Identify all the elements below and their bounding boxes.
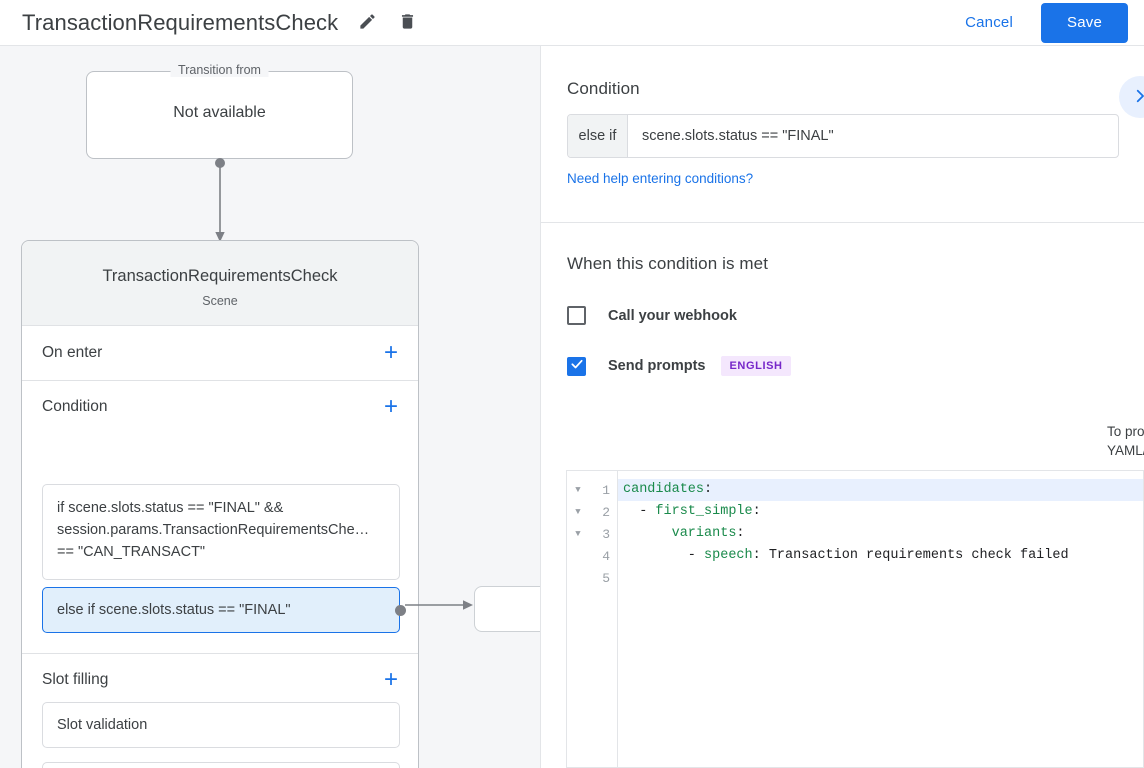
code-separator-token: : xyxy=(736,526,745,541)
call-webhook-checkbox[interactable] xyxy=(567,306,586,325)
condition-prefix-label: else if xyxy=(568,115,628,157)
condition-item-else-if[interactable]: else if scene.slots.status == "FINAL" xyxy=(42,587,400,633)
expand-panel-button[interactable] xyxy=(1119,76,1144,118)
editor-gutter-row: 5 xyxy=(567,567,617,589)
editor-gutter-row: ▼3 xyxy=(567,523,617,545)
editor-code-line[interactable]: variants: xyxy=(618,523,1143,545)
transition-from-card: Transition from Not available xyxy=(86,63,353,159)
divider xyxy=(22,380,418,381)
editor-gutter-row: ▼1 xyxy=(567,479,617,501)
condition-section: Condition else if Need help entering con… xyxy=(541,46,1144,222)
condition-heading: Condition xyxy=(567,79,640,98)
flow-connector-vertical xyxy=(215,158,225,242)
transition-to-name: TransactionRequirementsCheck xyxy=(102,267,338,285)
slot-filling-item-slot-validation[interactable]: Slot validation xyxy=(42,702,400,748)
editor-code-line[interactable]: - speech: Transaction requirements check… xyxy=(618,545,1143,567)
editor-gutter-row: 4 xyxy=(567,545,617,567)
section-on-enter-header: On enter + xyxy=(22,326,418,380)
prompts-description-text: To provide audio or visual feedback when… xyxy=(1107,424,1144,458)
section-condition-title: Condition xyxy=(42,398,108,415)
check-icon xyxy=(570,357,584,376)
send-prompts-row[interactable]: Send prompts ENGLISH xyxy=(567,356,791,376)
flow-connector-horizontal xyxy=(405,600,473,610)
section-slot-filling-title: Slot filling xyxy=(42,671,109,688)
condition-item-if[interactable]: if scene.slots.status == "FINAL" && sess… xyxy=(42,484,400,580)
scene-graph-panel: Transition from Not available Transition… xyxy=(0,46,540,768)
editor-line-number: 3 xyxy=(602,526,610,542)
pencil-icon xyxy=(358,12,377,34)
cancel-button[interactable]: Cancel xyxy=(951,6,1027,39)
language-badge: ENGLISH xyxy=(721,356,791,376)
section-slot-filling-header: Slot filling + xyxy=(22,653,418,707)
transition-from-legend: Transition from xyxy=(170,63,269,77)
condition-expression-row: else if xyxy=(567,114,1119,158)
call-webhook-row[interactable]: Call your webhook xyxy=(567,306,737,325)
section-on-enter-title: On enter xyxy=(42,344,103,361)
add-on-enter-button[interactable]: + xyxy=(376,338,406,368)
section-divider xyxy=(541,222,1144,223)
plus-icon: + xyxy=(383,393,398,420)
code-indent: - xyxy=(623,504,656,519)
trash-icon xyxy=(398,12,417,34)
condition-help-link[interactable]: Need help entering conditions? xyxy=(567,171,754,186)
code-key-token: first_simple xyxy=(655,504,753,519)
code-separator-token: : xyxy=(752,504,761,519)
editor-line-number: 4 xyxy=(602,548,610,564)
editor-gutter-row: ▼2 xyxy=(567,501,617,523)
code-separator-token: : xyxy=(752,548,761,563)
code-key-token: variants xyxy=(671,526,737,541)
prompts-description: To provide audio or visual feedback when… xyxy=(1107,422,1144,460)
section-on-enter: On enter + xyxy=(22,326,418,380)
editor-code-line[interactable]: candidates: xyxy=(618,479,1143,501)
condition-expression-input[interactable] xyxy=(628,115,1118,157)
app-header: TransactionRequirementsCheck Cancel Save xyxy=(0,0,1144,46)
condition-output-handle[interactable] xyxy=(395,605,406,616)
send-prompts-label: Send prompts xyxy=(608,358,706,374)
chevron-right-icon xyxy=(1131,87,1144,108)
section-condition-header: Condition + xyxy=(22,380,418,434)
code-key-token: candidates xyxy=(623,482,705,497)
code-separator-token: : xyxy=(704,482,713,497)
code-indent xyxy=(623,526,672,541)
caret-down-icon[interactable]: ▼ xyxy=(575,485,581,495)
code-indent: - xyxy=(623,548,705,563)
editor-line-number: 1 xyxy=(602,482,610,498)
divider xyxy=(22,653,418,654)
code-key-token: speech xyxy=(704,548,753,563)
slot-filling-item-transaction-requirements-check[interactable]: TransactionRequirementsCheck xyxy=(42,762,400,768)
add-slot-filling-button[interactable]: + xyxy=(376,665,406,695)
save-button[interactable]: Save xyxy=(1041,2,1128,43)
code-value-token: Transaction requirements check failed xyxy=(760,548,1069,563)
caret-down-icon[interactable]: ▼ xyxy=(575,507,581,517)
editor-line-number: 5 xyxy=(602,570,610,586)
editor-code-line[interactable]: - first_simple: xyxy=(618,501,1143,523)
editor-line-number: 2 xyxy=(602,504,610,520)
when-condition-met-heading: When this condition is met xyxy=(567,254,769,273)
transition-to-type: Scene xyxy=(202,294,238,308)
plus-icon: + xyxy=(383,339,398,366)
transition-to-card: Transition to TransactionRequirementsChe… xyxy=(21,240,419,768)
section-slot-filling: Slot filling + xyxy=(22,653,418,707)
next-node-card[interactable] xyxy=(474,586,540,632)
send-prompts-checkbox[interactable] xyxy=(567,356,586,376)
delete-button[interactable] xyxy=(390,6,424,40)
edit-button[interactable] xyxy=(350,6,384,40)
editor-code-area[interactable]: candidates: - first_simple: variants: - … xyxy=(618,471,1143,767)
add-condition-button[interactable]: + xyxy=(376,392,406,422)
plus-icon: + xyxy=(383,666,398,693)
editor-code-line[interactable] xyxy=(618,567,1143,589)
transition-to-header: TransactionRequirementsCheck Scene xyxy=(22,241,418,326)
section-condition: Condition + xyxy=(22,380,418,434)
transition-from-value: Not available xyxy=(173,104,266,121)
caret-down-icon[interactable]: ▼ xyxy=(575,529,581,539)
call-webhook-label: Call your webhook xyxy=(608,307,737,324)
page-title: TransactionRequirementsCheck xyxy=(22,9,339,35)
